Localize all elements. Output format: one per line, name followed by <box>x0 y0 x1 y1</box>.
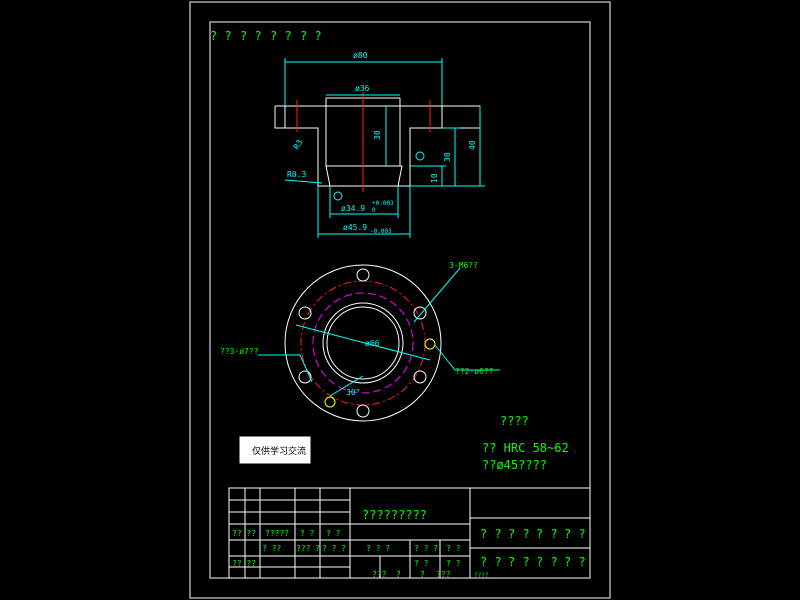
sig-tr-1: ? ? <box>480 527 502 541</box>
title-block: ????????? ? ? ? ? ? ? ? ? ? ? ? ? ? ? ? … <box>228 487 591 579</box>
sheet-code: ???? <box>474 572 489 579</box>
header-mark-3: ? ? <box>270 29 292 43</box>
leader-m6 <box>413 267 461 323</box>
sig-tr-3: ? ? <box>536 527 558 541</box>
leader-d6 <box>434 344 500 371</box>
angle-line <box>329 375 364 397</box>
dim-d45-tol: -0.003 <box>370 228 392 235</box>
header-mark-4: ? ? <box>300 29 322 43</box>
cell-17: ??? <box>436 570 451 579</box>
cell-11: ? ? <box>414 559 429 568</box>
header-mark-2: ? ? <box>240 29 262 43</box>
cell-9: ? ? ? <box>414 544 438 553</box>
dim-h30b: 30 <box>443 152 452 162</box>
stamp-text: 仅供学习交流 <box>252 445 306 457</box>
sig-br-2: ? ? <box>508 555 530 569</box>
sig-br-1: ? ? <box>480 555 502 569</box>
dowel-marker-right <box>424 338 436 350</box>
cell-10: ? ? <box>446 544 461 553</box>
cell-4: ? ? <box>326 529 341 538</box>
cell-8: ? ? ? <box>366 544 390 553</box>
notes-line2: ??ø45???? <box>482 458 547 472</box>
counterbore-circle <box>312 292 414 394</box>
cell-1: ?? ?? <box>232 529 256 538</box>
notes-title: ???? <box>500 414 529 428</box>
callout-m6: 3-M6?? <box>449 261 478 270</box>
bolt-hole-lower-left <box>298 370 312 384</box>
dim-angle-30: 30° <box>346 388 360 397</box>
bolt-hole-lower-right <box>413 370 427 384</box>
sig-br-3: ? ? <box>536 555 558 569</box>
dim-d66: ø66 <box>365 339 380 348</box>
cell-15: ? <box>396 570 401 579</box>
cell-12: ? ? <box>446 559 461 568</box>
cell-14: ??? <box>372 570 387 579</box>
roughness-symbol-left <box>333 191 343 201</box>
notes-line1: ?? HRC 58~62 <box>482 441 569 455</box>
bolt-hole-upper-right <box>413 306 427 320</box>
dim-chamfer: R3 <box>292 138 305 151</box>
cell-6: ??? ? <box>296 544 320 553</box>
flange-outline-left <box>274 106 318 129</box>
dim-d45: ø45.9 <box>343 223 367 232</box>
plan-view: ø66 30° 3-M6?? ??3-ø7?? ??2-ø6?? <box>220 261 500 422</box>
bolt-hole-upper-left <box>298 306 312 320</box>
dim-d80: ø80 <box>353 51 368 60</box>
callout-d6: ??2-ø6?? <box>455 367 494 376</box>
outer-flange-circle <box>284 264 442 422</box>
cell-13: ?? ?? <box>232 559 256 568</box>
cell-2: ????? <box>265 529 289 538</box>
cell-16: ? <box>420 570 425 579</box>
dowel-marker-left <box>324 396 336 408</box>
section-view: ø80 ø36 30 30 40 10 R3 R0.3 ø34.9 +0.003… <box>274 51 485 238</box>
dim-d349-tol-dn: 0 <box>372 207 376 214</box>
bore-outer-circle <box>322 302 404 384</box>
leader-d7 <box>258 354 313 383</box>
stamp-box <box>239 436 311 464</box>
sig-tr-2: ? ? <box>508 527 530 541</box>
dim-d36: ø36 <box>355 84 370 93</box>
dim-d349: ø34.9 <box>341 204 365 213</box>
cell-7: ? ? ? <box>322 544 346 553</box>
callout-d7: ??3-ø7?? <box>220 347 259 356</box>
bore-inner-circle <box>326 306 400 380</box>
roughness-symbol-right <box>415 151 425 161</box>
dim-h10: 10 <box>430 173 439 183</box>
sig-br-4: ? ? <box>564 555 586 569</box>
dim-h30a: 30 <box>373 130 382 140</box>
bolt-hole-top <box>356 268 370 282</box>
dim-r03: R0.3 <box>287 170 306 179</box>
cell-5: ? ?? <box>262 544 281 553</box>
bolt-hole-bottom <box>356 404 370 418</box>
sig-tr-4: ? ? <box>564 527 586 541</box>
outer-frame <box>189 1 611 599</box>
drawing-name: ????????? <box>362 508 427 522</box>
dim-line-d66 <box>295 324 431 361</box>
dim-h40: 40 <box>468 140 477 150</box>
cell-3: ? ? <box>300 529 315 538</box>
header-mark-1: ? ? <box>210 29 232 43</box>
flange-outline-right <box>275 105 481 129</box>
header-marks: ? ? ? ? ? ? ? ? <box>210 29 322 43</box>
dim-d349-tol-up: +0.003 <box>372 200 394 207</box>
